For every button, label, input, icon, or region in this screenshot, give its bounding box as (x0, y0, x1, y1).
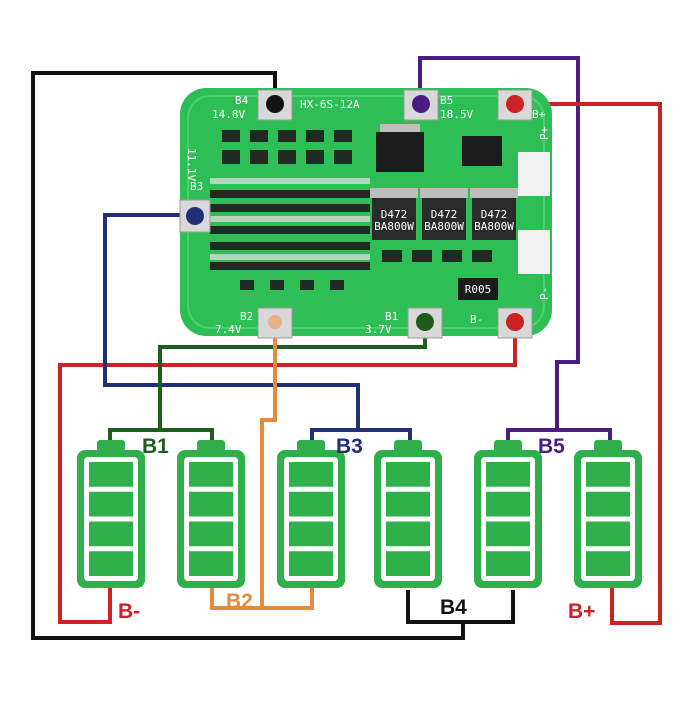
pad-b1 (407, 307, 443, 339)
svg-text:3.7V: 3.7V (365, 323, 392, 336)
wire-bminus (58, 322, 517, 624)
label-bminus: B- (118, 600, 140, 623)
label-b1: B1 (142, 435, 169, 458)
header-pminus (518, 230, 550, 274)
shunt-resistor (458, 278, 498, 300)
svg-text:B1: B1 (385, 310, 398, 323)
svg-text:B4: B4 (235, 94, 249, 107)
label-b5: B5 (538, 435, 565, 458)
svg-text:D472: D472 (381, 208, 408, 221)
svg-text:18.5V: 18.5V (440, 108, 473, 121)
battery-cell-4 (374, 440, 442, 588)
header-pplus (518, 152, 550, 196)
board-model: HX-6S-12A (300, 98, 360, 111)
battery-cell-5 (474, 440, 542, 588)
solder-pad-grid (210, 178, 370, 260)
bms-board: D472 BA800W D472 BA800W D472 BA800W R005… (179, 88, 552, 339)
battery-cell-6 (574, 440, 642, 588)
svg-text:B+: B+ (532, 108, 546, 121)
small-ic (462, 136, 502, 166)
battery-cell-1 (77, 440, 145, 588)
pad-b4 (257, 89, 293, 121)
regulator-ic (376, 132, 424, 172)
label-b2: B2 (226, 590, 253, 613)
svg-text:B2: B2 (240, 310, 253, 323)
label-b4: B4 (440, 596, 467, 619)
wire-b5 (418, 56, 580, 430)
svg-text:B3: B3 (190, 180, 203, 193)
mosfet-3: D472 BA800W (470, 188, 518, 240)
battery-cell-2 (177, 440, 245, 588)
svg-text:BA800W: BA800W (424, 220, 464, 233)
battery-cells (77, 440, 642, 588)
svg-text:D472: D472 (431, 208, 458, 221)
svg-text:B-: B- (470, 313, 483, 326)
svg-text:11.1V: 11.1V (185, 148, 198, 181)
wire-bplus (515, 102, 662, 625)
bracket-b4 (406, 590, 515, 624)
pad-b2 (257, 307, 293, 339)
svg-text:P-: P- (538, 287, 551, 300)
svg-text:14.8V: 14.8V (212, 108, 245, 121)
svg-text:R005: R005 (465, 283, 492, 296)
wire-b4 (31, 71, 465, 640)
pad-bminus (497, 307, 533, 339)
mosfet-2: D472 BA800W (420, 188, 468, 240)
label-b3: B3 (336, 435, 363, 458)
wire-b3 (103, 213, 360, 430)
svg-text:BA800W: BA800W (474, 220, 514, 233)
mosfet-1: D472 BA800W (370, 188, 418, 240)
pad-b3 (179, 199, 211, 233)
svg-text:7.4V: 7.4V (215, 323, 242, 336)
svg-text:P+: P+ (538, 126, 551, 140)
svg-text:BA800W: BA800W (374, 220, 414, 233)
pad-bplus (497, 89, 533, 121)
pad-b5 (403, 89, 439, 121)
label-bplus: B+ (568, 600, 595, 623)
resistor-array (210, 130, 370, 290)
bracket-b2 (210, 588, 314, 610)
wire-b2 (260, 322, 277, 608)
lower-components (382, 250, 492, 262)
svg-text:D472: D472 (481, 208, 508, 221)
battery-cell-3 (277, 440, 345, 588)
svg-text:B5: B5 (440, 94, 453, 107)
